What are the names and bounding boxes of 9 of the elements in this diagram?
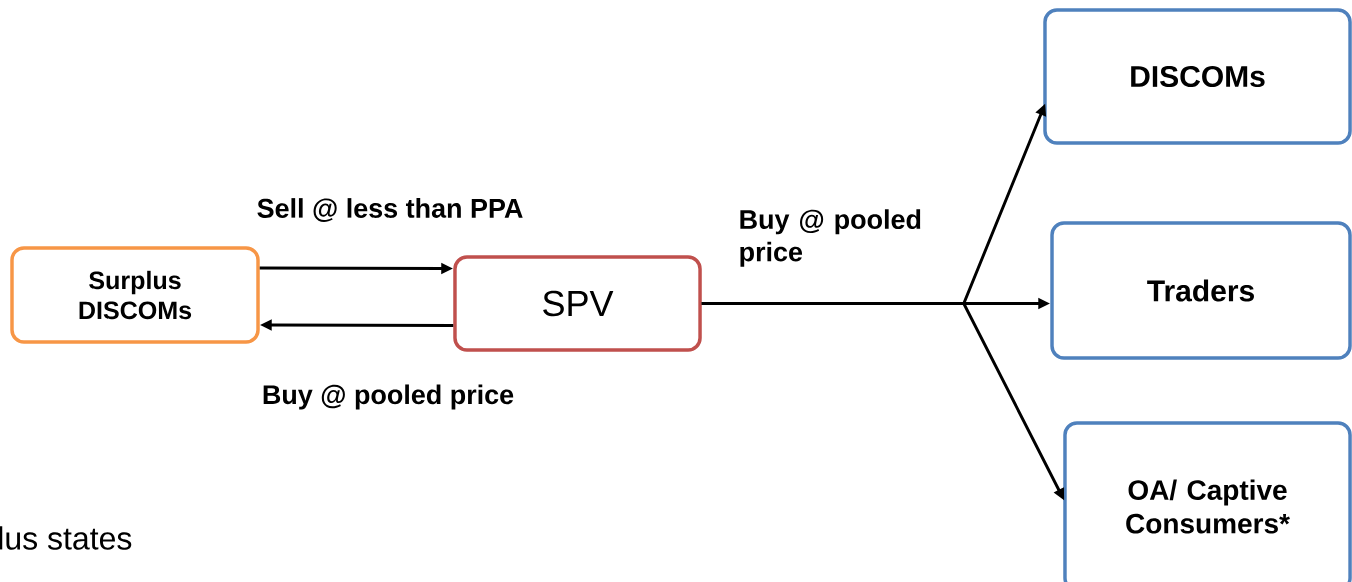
process-box: Surplus DISCOMs: [10, 246, 260, 344]
process-box: DISCOMs: [1043, 8, 1352, 145]
process-box: OA/ Captive Consumers*: [1063, 421, 1352, 582]
process-box: SPV: [453, 255, 702, 352]
text-label: lus states: [0, 526, 132, 550]
edge-label: Buy @ pooled price: [740, 209, 921, 267]
edge-label: Buy @ pooled price: [263, 384, 514, 410]
edge-label: Sell @ less than PPA: [257, 198, 523, 222]
process-box: Traders: [1050, 221, 1352, 360]
